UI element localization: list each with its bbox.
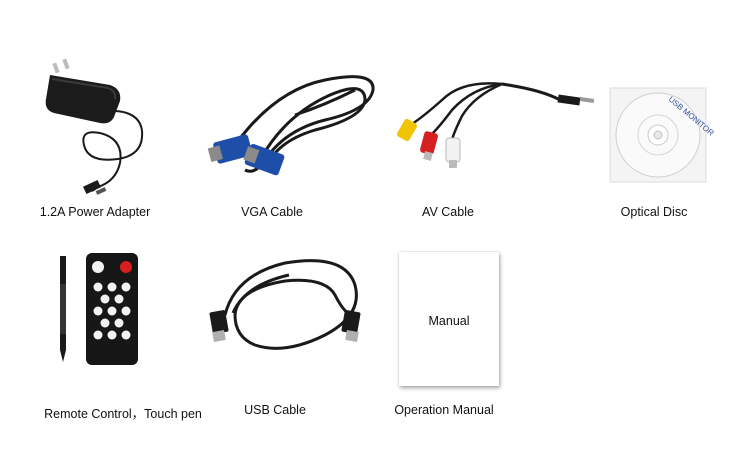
usb-cable-image [209, 259, 361, 350]
av-cable-caption: AV Cable [422, 205, 474, 219]
remote-control-caption: Remote Control，Touch pen [44, 407, 202, 421]
vga-cable-image [207, 75, 375, 176]
av-cable-image [397, 82, 595, 168]
power-button-icon [120, 261, 132, 273]
remote-control-image [86, 253, 138, 365]
touch-pen-image [60, 256, 66, 362]
optical-disc-caption: Optical Disc [620, 205, 688, 219]
manual-doc-label: Manual [428, 314, 470, 328]
manual-document: Manual [399, 252, 499, 386]
vga-cable-caption: VGA Cable [241, 205, 303, 219]
power-adapter-caption: 1.2A Power Adapter [39, 205, 151, 219]
power-adapter-image [45, 58, 144, 195]
optical-disc-image: USB MONITOR [609, 87, 716, 183]
usb-cable-caption: USB Cable [244, 403, 306, 417]
operation-manual-caption: Operation Manual [394, 403, 494, 417]
